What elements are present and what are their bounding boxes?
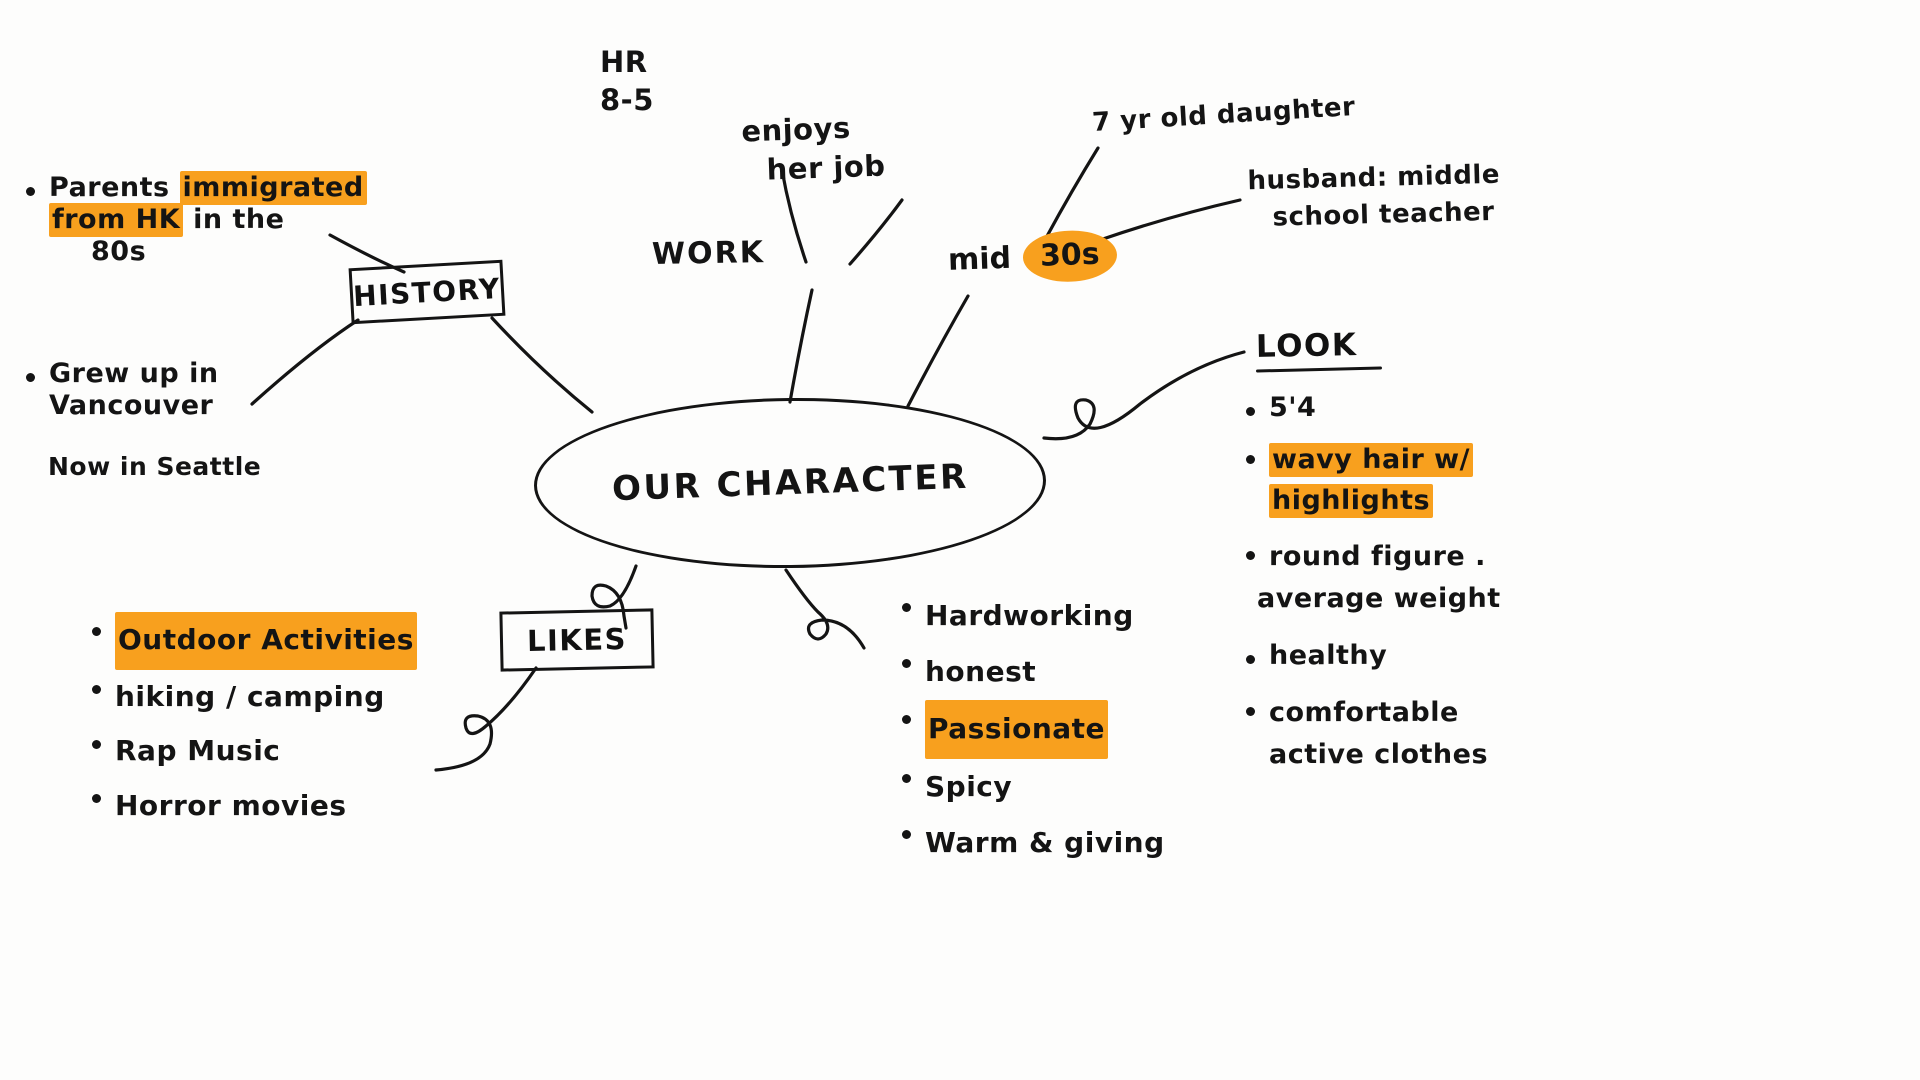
- history-parents-highlight-1: immigrated: [179, 171, 367, 205]
- likes-item-3-label: Horror movies: [115, 788, 347, 822]
- bullet-dot-parents: [26, 186, 35, 196]
- history-parents-highlight-2: from HK: [49, 202, 184, 237]
- line-history-item2: [250, 318, 360, 406]
- traits-item-1: honest: [902, 644, 1165, 700]
- bullet-dot-likes-1: [92, 684, 101, 694]
- line-enjoys-to-work: [848, 198, 904, 266]
- work-role-line2: 8-5: [600, 82, 654, 117]
- likes-item-3: Horror movies: [92, 779, 417, 834]
- center-node-label: OUR CHARACTER: [611, 456, 969, 510]
- bullet-dot-trait-2: [902, 715, 911, 725]
- bullet-dot-trait-0: [902, 603, 911, 613]
- line-age-to-center: [906, 294, 970, 408]
- center-node[interactable]: OUR CHARACTER: [533, 395, 1047, 571]
- look-heading[interactable]: LOOK: [1255, 327, 1383, 373]
- likes-box-label: LIKES: [526, 621, 628, 659]
- likes-item-2-label: Rap Music: [115, 734, 281, 768]
- likes-item-1-label: hiking / camping: [115, 679, 385, 713]
- traits-item-4: Warm & giving: [902, 815, 1165, 871]
- history-item-grewup: Grew up in Vancouver: [26, 358, 219, 422]
- traits-item-3: Spicy: [902, 759, 1165, 815]
- work-role-line1: HR: [600, 45, 648, 79]
- history-parents-block: Parents immigrated from HK in the 80s: [26, 171, 367, 268]
- history-note-seattle: Now in Seattle: [48, 452, 262, 481]
- look-item-hair: wavy hair w/ highlights: [1246, 440, 1473, 521]
- likes-item-0: Outdoor Activities: [92, 612, 417, 670]
- age-value-highlight: 30s: [1022, 229, 1118, 284]
- likes-item-0-label: Outdoor Activities: [115, 612, 417, 670]
- line-likes-to-list: [434, 666, 538, 772]
- likes-box[interactable]: LIKES: [499, 608, 655, 672]
- family-husband-line2: school teacher: [1272, 196, 1495, 233]
- look-hair-line1: wavy hair w/: [1269, 443, 1473, 477]
- look-figure-line1: round figure .: [1269, 541, 1486, 572]
- bullet-dot-height: [1246, 406, 1255, 416]
- history-box-label: HISTORY: [352, 271, 502, 313]
- bullet-dot-likes-0: [92, 627, 101, 637]
- bullet-dot-likes-3: [92, 794, 101, 804]
- bullet-dot-trait-4: [902, 830, 911, 840]
- look-clothes-line2: active clothes: [1269, 738, 1489, 770]
- history-parents-line3: 80s: [91, 235, 147, 267]
- bullet-dot-trait-3: [902, 774, 911, 784]
- bullet-dot-hair: [1246, 454, 1255, 464]
- history-box[interactable]: HISTORY: [348, 259, 506, 325]
- line-daughter-to-age: [1044, 146, 1100, 240]
- look-heading-underline: [1255, 366, 1383, 373]
- look-figure-line2: average weight: [1257, 582, 1501, 614]
- line-husband-to-age: [1098, 198, 1242, 242]
- look-heading-label: LOOK: [1255, 327, 1358, 365]
- traits-item-0-label: Hardworking: [925, 599, 1134, 632]
- work-attitude-line1: enjoys: [740, 110, 852, 149]
- line-center-to-traits: [784, 568, 866, 650]
- likes-item-2: Rap Music: [92, 724, 417, 779]
- history-grewup-line2: Vancouver: [49, 389, 214, 421]
- bullet-dot-healthy: [1246, 654, 1255, 664]
- bullet-dot-figure: [1246, 550, 1255, 560]
- bullet-dot-clothes: [1246, 706, 1255, 716]
- line-work-to-center: [788, 288, 814, 404]
- bullet-dot-trait-1: [902, 659, 911, 669]
- work-role: HR 8-5: [600, 44, 654, 119]
- history-parents-line2-plain: in the: [183, 203, 285, 235]
- traits-item-0: Hardworking: [902, 588, 1165, 644]
- likes-item-1: hiking / camping: [92, 670, 417, 725]
- line-center-to-look: [1042, 350, 1246, 441]
- line-history-to-center: [490, 316, 594, 414]
- traits-item-3-label: Spicy: [925, 770, 1013, 803]
- work-attitude: enjoys her job: [741, 108, 886, 191]
- bullet-dot-grewup: [26, 372, 35, 382]
- look-item-figure: round figure . average weight: [1246, 536, 1501, 620]
- traits-item-1-label: honest: [925, 655, 1037, 688]
- look-hair-line2: highlights: [1269, 483, 1434, 518]
- look-item-clothes: comfortable active clothes: [1246, 692, 1488, 776]
- look-clothes-line1: comfortable: [1269, 697, 1459, 728]
- traits-item-4-label: Warm & giving: [925, 826, 1165, 859]
- look-item-healthy: healthy: [1246, 640, 1387, 672]
- work-attitude-line2: her job: [766, 148, 887, 187]
- look-height-text: 5'4: [1269, 392, 1317, 423]
- history-grewup-line1: Grew up in: [49, 358, 219, 389]
- history-parents-line1-plain: Parents: [49, 172, 180, 203]
- traits-item-2-label: Passionate: [925, 700, 1109, 759]
- look-item-height: 5'4: [1246, 392, 1316, 424]
- traits-item-2: Passionate: [902, 700, 1165, 759]
- age-node[interactable]: mid 30s: [947, 229, 1118, 286]
- bullet-dot-likes-2: [92, 739, 101, 749]
- age-prefix: mid: [947, 240, 1012, 278]
- family-daughter: 7 yr old daughter: [1091, 91, 1357, 139]
- work-node-label[interactable]: WORK: [651, 235, 766, 272]
- likes-list: Outdoor Activities hiking / camping Rap …: [92, 612, 417, 833]
- traits-list: Hardworking honest Passionate Spicy Warm…: [902, 588, 1165, 871]
- look-healthy-text: healthy: [1269, 640, 1388, 671]
- family-husband: husband: middle school teacher: [1247, 157, 1501, 237]
